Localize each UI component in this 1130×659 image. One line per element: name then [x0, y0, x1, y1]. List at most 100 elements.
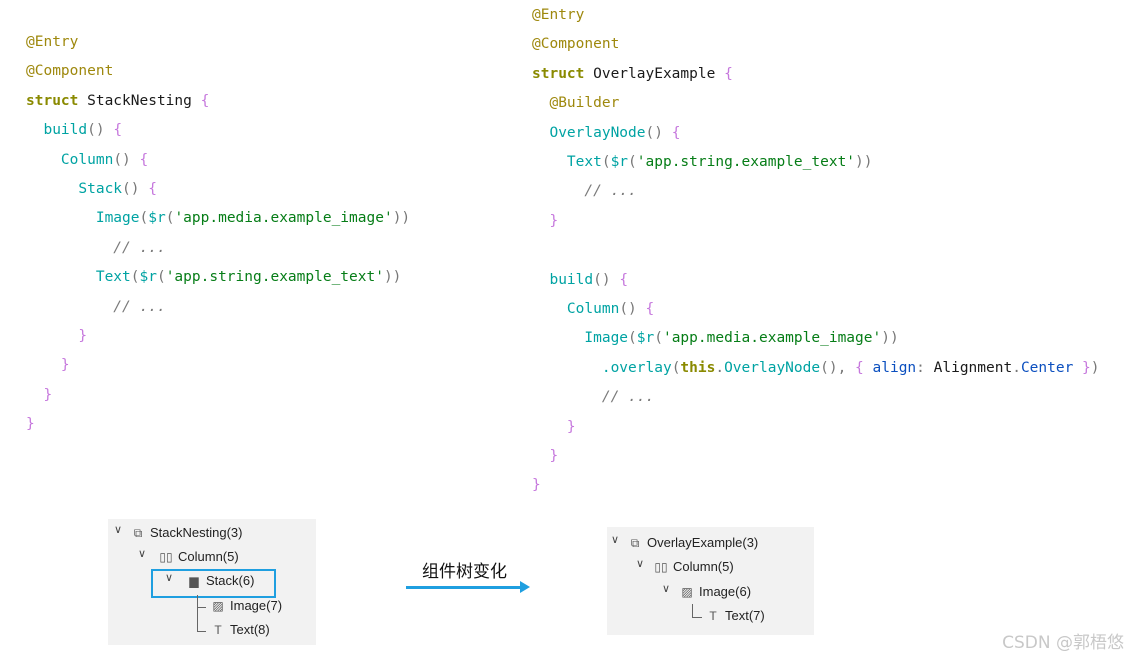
code-token: Column: [532, 301, 620, 317]
code-token: // ...: [26, 298, 166, 315]
tree-node-image[interactable]: ▨Image(7): [210, 596, 282, 616]
code-token: .: [715, 359, 725, 376]
code-token: (: [601, 154, 611, 170]
chevron-down-icon[interactable]: ∨: [661, 583, 671, 595]
code-line: struct OverlayExample {: [532, 66, 733, 82]
text-icon: T: [214, 623, 222, 637]
tree-node-stack[interactable]: ▆ Stack(6): [186, 571, 254, 591]
code-token: (: [628, 330, 637, 347]
code-token: (: [671, 359, 681, 376]
tree-change-label: 组件树变化: [422, 562, 507, 582]
code-token: :: [916, 359, 934, 376]
code-token: }: [1073, 359, 1091, 376]
tree-node-column[interactable]: ▯▯Column(5): [158, 547, 238, 567]
code-line: // ...: [532, 389, 654, 405]
code-line: Image($r('app.media.example_image')): [26, 210, 410, 226]
stack-icon: ▆: [189, 574, 199, 588]
stack-highlight-box: [151, 569, 276, 598]
tree-connector: [197, 595, 206, 608]
code-token: $r: [139, 269, 157, 286]
tree-node-image[interactable]: ▨Image(6): [679, 582, 751, 602]
code-token: 'app.string.example_text': [165, 269, 384, 286]
code-token: (: [156, 269, 166, 286]
code-line: @Component: [532, 36, 619, 52]
code-token: {: [724, 65, 733, 82]
code-token: {: [148, 181, 157, 197]
code-token: StackNesting: [87, 92, 201, 109]
code-token: @Builder: [532, 95, 620, 112]
chevron-down-icon[interactable]: ∨: [137, 548, 147, 560]
code-token: (): [619, 301, 646, 317]
code-token: // ...: [532, 389, 655, 406]
code-line: @Builder: [532, 95, 619, 111]
tree-connector: [692, 604, 702, 618]
code-token: this: [680, 359, 716, 376]
code-token: {: [200, 92, 210, 109]
code-line: OverlayNode() {: [532, 125, 680, 141]
code-token: {: [645, 301, 655, 317]
code-token: Stack: [26, 181, 123, 197]
code-line: Image($r('app.media.example_image')): [532, 330, 898, 347]
code-line: Column() {: [26, 152, 148, 168]
code-token: (: [165, 210, 175, 227]
code-token: .: [1012, 359, 1021, 376]
tree-node-root[interactable]: ⧉ OverlayExample(3): [627, 533, 759, 553]
text-icon: T: [709, 609, 717, 623]
arrow-right-icon: [520, 581, 530, 593]
tree-node-label: Text(8): [230, 622, 270, 637]
component-icon: ⧉: [133, 526, 143, 540]
code-token: @Component: [532, 36, 620, 53]
code-token: // ...: [532, 183, 637, 200]
tree-node-root[interactable]: ⧉StackNesting(3): [130, 523, 243, 543]
code-token: OverlayExample: [593, 65, 725, 82]
code-line: Text($r('app.string.example_text')): [532, 154, 873, 170]
code-token: )): [383, 269, 402, 286]
code-token: )): [392, 210, 411, 227]
code-token: OverlayNode: [724, 359, 821, 376]
component-icon: ⧉: [630, 536, 640, 550]
code-token: struct: [532, 65, 594, 82]
code-token: }: [26, 357, 70, 374]
tree-node-label: Stack(6): [206, 573, 255, 588]
chevron-down-icon[interactable]: ∨: [610, 534, 620, 546]
code-token: build: [532, 271, 594, 288]
code-token: (: [628, 154, 637, 170]
code-token: Column: [26, 151, 114, 168]
image-icon: ▨: [212, 599, 224, 613]
code-line: }: [532, 213, 558, 229]
code-line: }: [26, 387, 52, 403]
code-line: build() {: [26, 122, 122, 138]
tree-node-column[interactable]: ▯▯Column(5): [653, 557, 734, 577]
code-token: }: [532, 477, 541, 494]
chevron-down-icon[interactable]: ∨: [635, 558, 645, 570]
code-line: }: [532, 477, 541, 493]
chevron-down-icon[interactable]: ∨: [113, 524, 123, 536]
code-line: Stack() {: [26, 181, 157, 197]
code-token: align: [872, 359, 917, 376]
code-token: {: [619, 271, 629, 288]
code-token: Text: [532, 154, 602, 170]
watermark: CSDN @郭梧悠: [1002, 633, 1124, 653]
code-line: @Entry: [532, 7, 584, 23]
column-icon: ▯▯: [159, 550, 173, 564]
code-line: // ...: [26, 239, 166, 256]
chevron-down-icon[interactable]: ∨: [164, 572, 174, 584]
code-token: // ...: [26, 239, 166, 256]
code-token: (): [645, 124, 672, 141]
code-line: Column() {: [532, 301, 654, 317]
tree-node-label: Column(5): [673, 559, 734, 574]
code-token: @Entry: [532, 7, 585, 23]
tree-node-label: OverlayExample(3): [647, 535, 759, 550]
code-token: (): [593, 271, 620, 288]
code-line: }: [532, 419, 576, 435]
tree-node-text[interactable]: T Text(8): [210, 620, 270, 640]
code-line: }: [26, 328, 87, 344]
code-token: {: [139, 151, 149, 168]
code-token: }: [26, 328, 88, 344]
code-token: }: [532, 448, 559, 464]
arrow-shaft: [406, 586, 522, 589]
code-token: (): [87, 122, 114, 139]
code-token: Image: [26, 210, 140, 227]
